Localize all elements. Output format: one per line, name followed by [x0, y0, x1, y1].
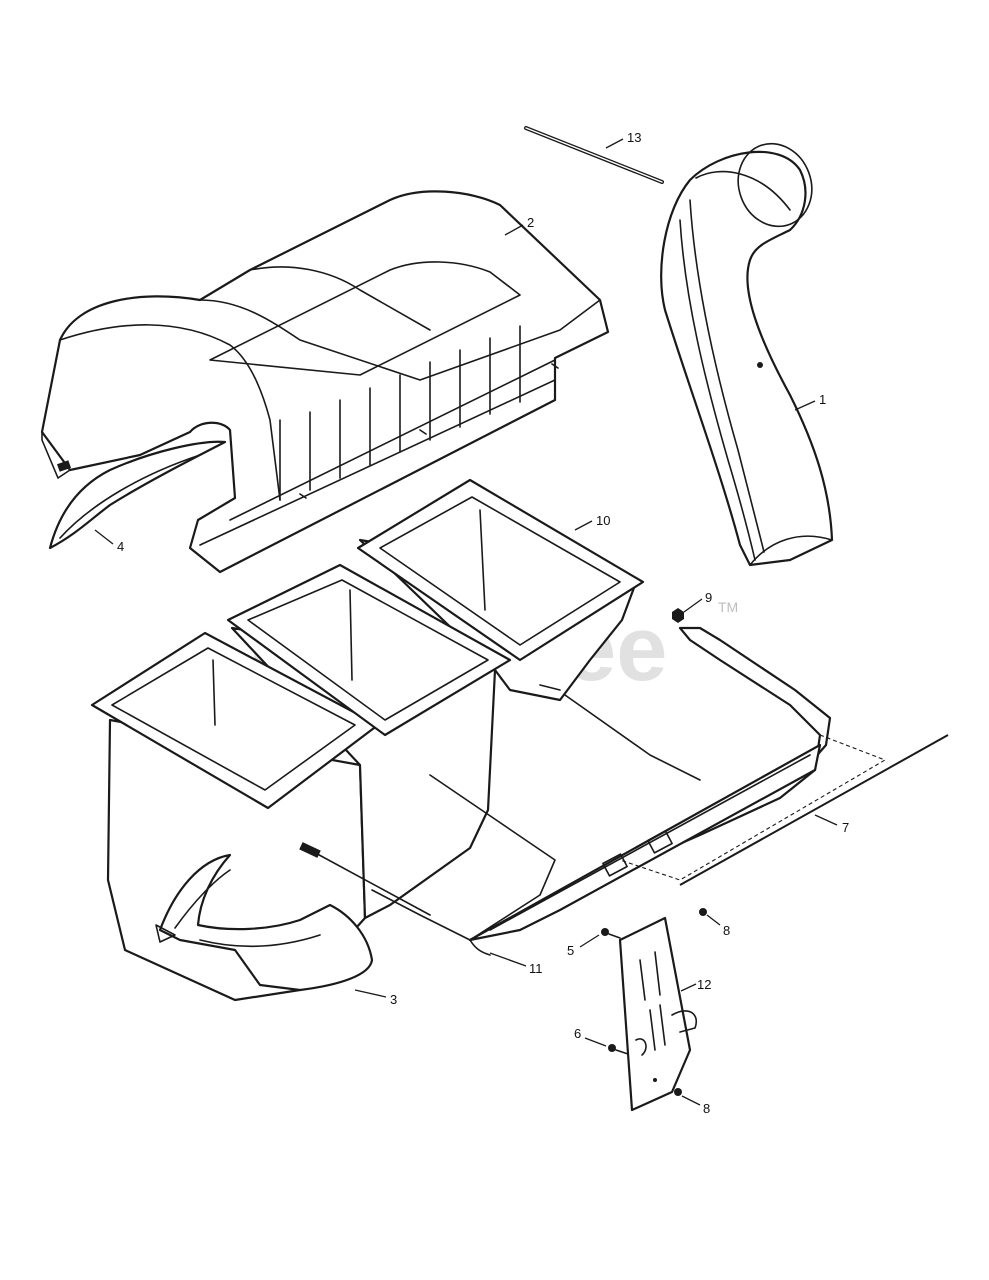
part-8-nut-upper [699, 908, 707, 916]
part-7-support-bar [468, 734, 949, 942]
callout-8-lower: 8 [703, 1101, 710, 1116]
watermark-trademark: TM [718, 599, 738, 615]
callout-2: 2 [527, 215, 534, 230]
callout-11: 11 [529, 961, 543, 976]
callout-1: 1 [819, 392, 826, 407]
part-13-rod [524, 126, 664, 184]
callout-7: 7 [842, 820, 849, 835]
callout-13: 13 [627, 130, 641, 145]
callout-3: 3 [390, 992, 397, 1007]
callout-5: 5 [567, 943, 574, 958]
part-6-bolt [608, 1044, 616, 1052]
part-2-bag-cover [40, 190, 610, 574]
hardware-bolts-nuts [601, 608, 707, 1096]
part-4-cover-flap [48, 440, 227, 550]
part-12-bracket-plate [618, 916, 697, 1112]
part-8-nut-lower [674, 1088, 682, 1096]
part-9-nut [672, 608, 684, 623]
callout-10: 10 [596, 513, 610, 528]
leader-lines [94, 138, 838, 1106]
part-5-bolt [601, 928, 609, 936]
part-1-chute-tube [660, 142, 834, 567]
part-3-deflector [155, 853, 374, 992]
callout-8-upper: 8 [723, 923, 730, 938]
callout-9: 9 [705, 590, 712, 605]
callout-12: 12 [697, 977, 711, 992]
callout-4: 4 [117, 539, 124, 554]
callout-6: 6 [574, 1026, 581, 1041]
